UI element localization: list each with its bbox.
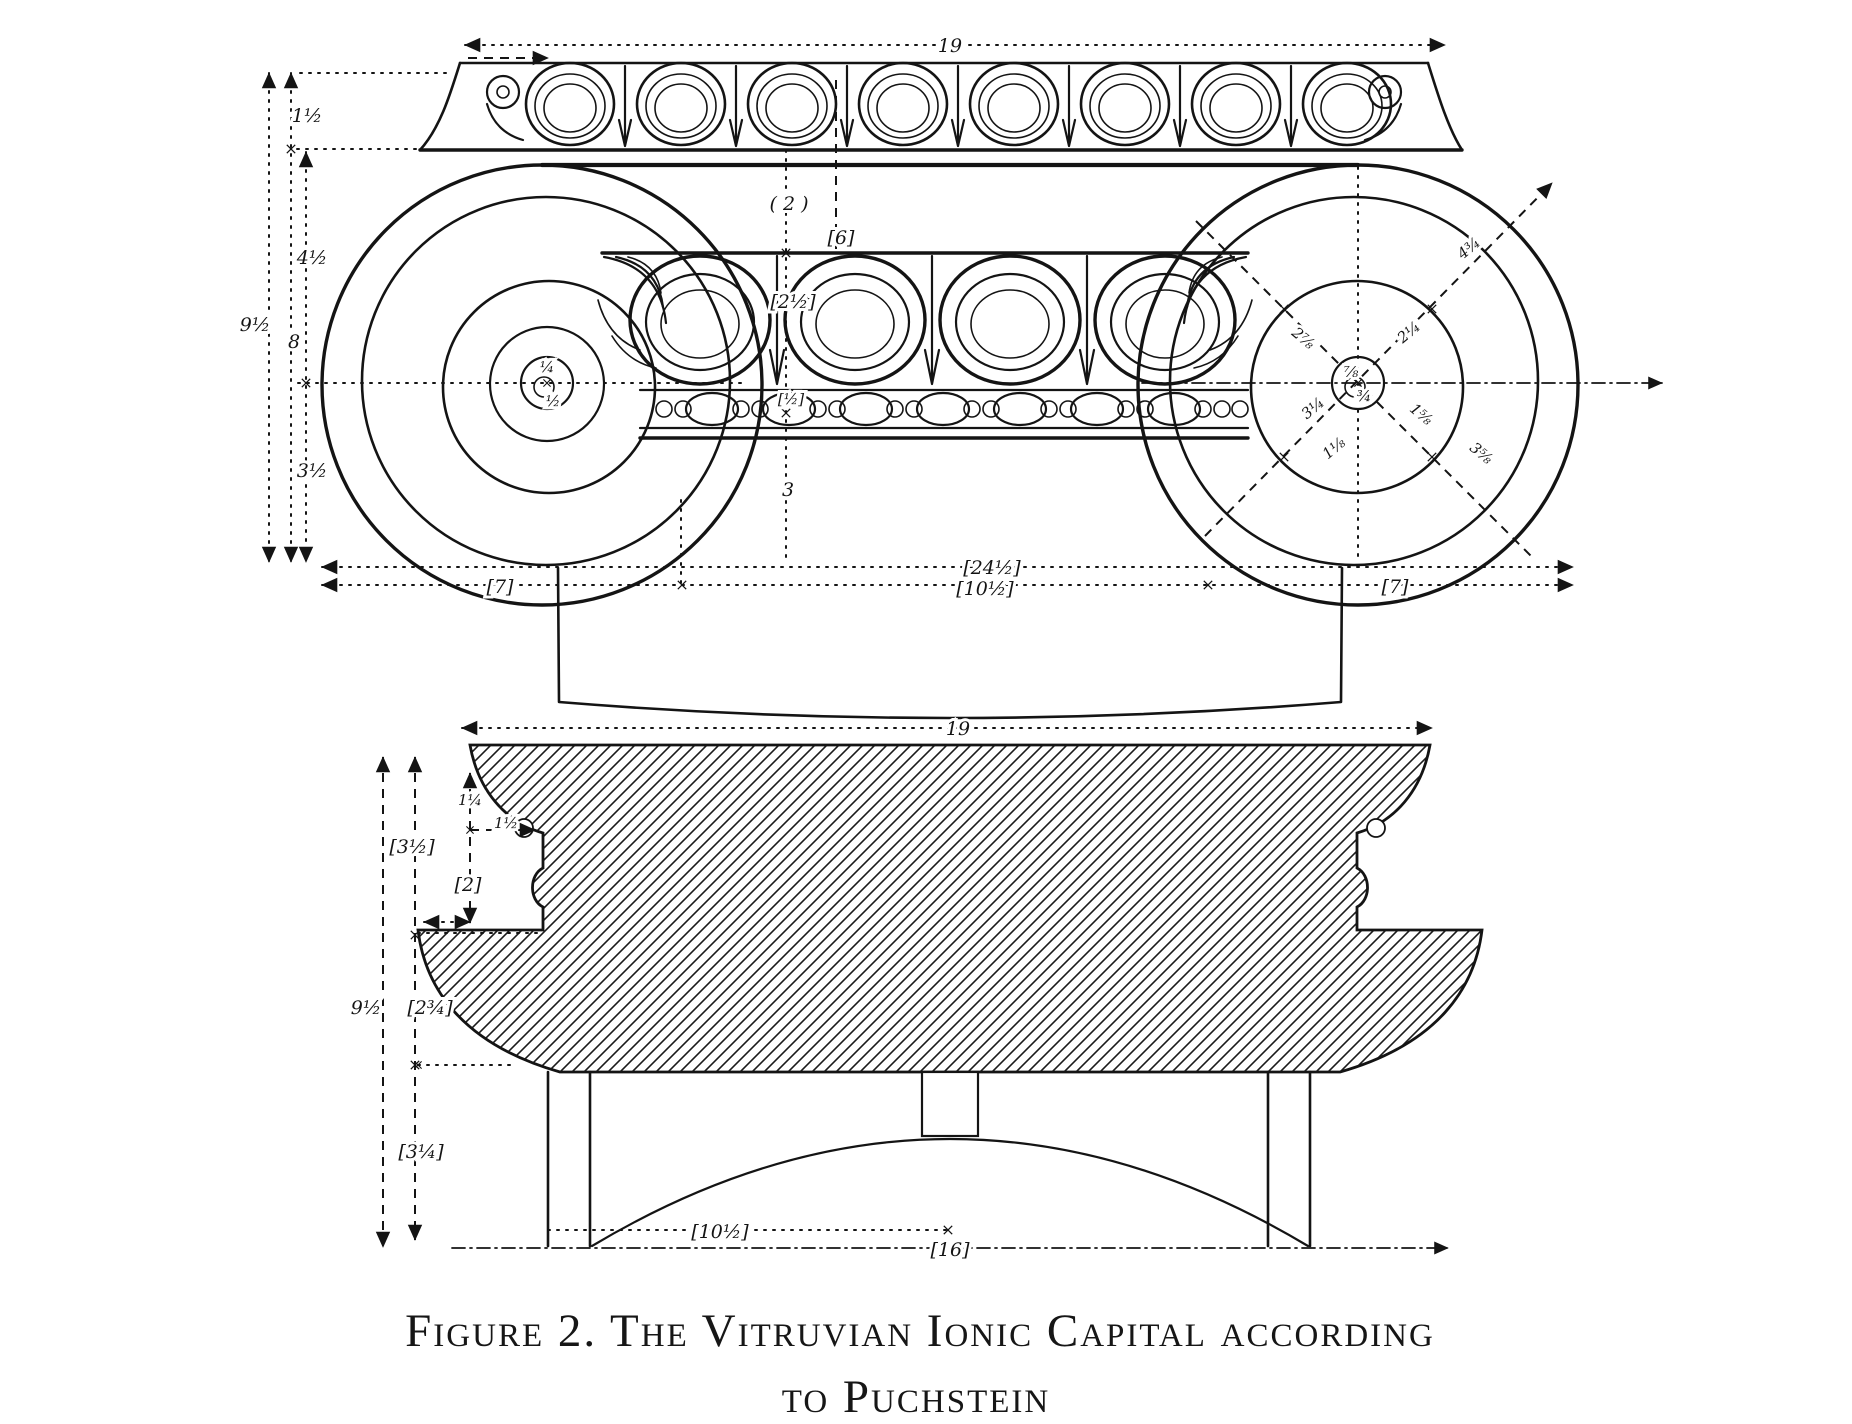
dim-label-echinus-half: [6] — [828, 227, 856, 249]
dim-label-volute-upper-left: 2⅞ — [1287, 323, 1318, 353]
dim-label-astragal-height: [½] — [778, 390, 804, 408]
right-volute: 2⅞ 4¾ 2¼ 1⅝ 3⅝ 3¼ 1⅛ ⅞ ¾ — [1136, 163, 1663, 607]
caption-line-2: to Puchstein — [782, 1371, 1050, 1423]
dim-label-section-neck: [2] — [455, 874, 483, 896]
dim-label-shaft-width: [10½] — [956, 578, 1014, 600]
echinus-scroll-right — [1182, 255, 1253, 369]
dim-label-section-top-width: 19 — [946, 718, 970, 740]
dim-label-left-eye-bottom: ½ — [546, 392, 561, 410]
section-arch — [590, 1138, 1310, 1248]
dim-label-right-eye-top: ⅞ — [1344, 363, 1359, 381]
elevation-dimensions: 19 9½ 1½ 8 4½ 3½ ( 2 ) [2½] [½] 3 [6] — [237, 32, 1574, 603]
bead-and-reel-band — [638, 388, 1250, 440]
figure-caption: Figure 2. The Vitruvian Ionic Capital ac… — [405, 1305, 1435, 1423]
section-support-left — [546, 1070, 592, 1248]
section-dimensions: 19 9½ [3½] [2¾] [3¼] 1¼ [2] 1½ [10½] [16… — [348, 715, 1449, 1264]
abacus-egg-and-dart — [524, 61, 1393, 148]
echinus-scroll-left — [597, 255, 668, 369]
abacus-band — [418, 61, 1464, 152]
dim-label-section-abacus: [3½] — [389, 836, 435, 858]
dim-label-echinus-height: [2½] — [770, 291, 816, 313]
dim-label-section-lower: [3¼] — [398, 1141, 444, 1163]
right-volute-diagonal-sw-ne — [1204, 182, 1553, 537]
dim-label-volute-upper-right: 4¾ — [1453, 234, 1484, 264]
dim-label-volute-lower: 1⅛ — [1319, 433, 1349, 463]
section-center-tab — [920, 1070, 980, 1138]
dim-label-total-width: [24½] — [963, 557, 1021, 579]
elevation-view: ¼ ½ 2⅞ 4¾ 2¼ 1⅝ 3⅝ 3¼ 1⅛ ⅞ — [237, 32, 1663, 720]
dim-label-lower-height: 3½ — [297, 460, 328, 482]
dim-label-section-echinus: [2¾] — [407, 997, 453, 1019]
dim-label-volute-lower-left: 3¼ — [1298, 394, 1328, 423]
dim-label-left-overhang: [7] — [487, 576, 515, 598]
dim-label-neck-height: 3 — [782, 479, 794, 501]
dim-label-total-height: 9½ — [240, 314, 271, 336]
dim-label-volute-inner-lower: 1⅝ — [1406, 400, 1436, 430]
dim-label-below-abacus: 8 — [288, 331, 300, 353]
caption-line-1: Figure 2. The Vitruvian Ionic Capital ac… — [405, 1305, 1435, 1357]
section-profile — [416, 743, 1484, 1074]
dim-label-section-fillet: 1½ — [494, 814, 518, 832]
shaft-outline — [556, 566, 1344, 720]
dim-label-left-eye-top: ¼ — [540, 358, 555, 376]
dim-label-canal-height: 4½ — [296, 247, 328, 269]
dim-label-volute-inner-upper: 2¼ — [1393, 318, 1424, 348]
dim-label-section-total-height: 9½ — [351, 997, 382, 1019]
dim-label-section-half-width: [10½] — [691, 1221, 749, 1243]
dim-label-section-cavetto: 1¼ — [458, 791, 482, 809]
dim-label-volute-lower-right: 3⅝ — [1466, 439, 1496, 469]
left-volute: ¼ ½ — [297, 163, 764, 607]
dim-label-right-eye-bottom: ¾ — [1357, 387, 1372, 405]
section-support-right — [1266, 1070, 1312, 1248]
section-scroll-right — [1366, 818, 1386, 838]
dim-label-section-base-width: [16] — [930, 1239, 970, 1261]
dim-label-band-height: ( 2 ) — [770, 193, 809, 215]
dim-label-right-overhang: [7] — [1382, 576, 1410, 598]
abacus-corner-scroll-left — [485, 74, 525, 142]
echinus-band — [597, 251, 1253, 386]
dim-label-top-width: 19 — [938, 35, 962, 57]
dim-label-abacus-height: 1½ — [292, 105, 323, 127]
left-volute-eye — [519, 355, 575, 411]
section-view: 19 9½ [3½] [2¾] [3¼] 1¼ [2] 1½ [10½] [16… — [348, 715, 1484, 1264]
